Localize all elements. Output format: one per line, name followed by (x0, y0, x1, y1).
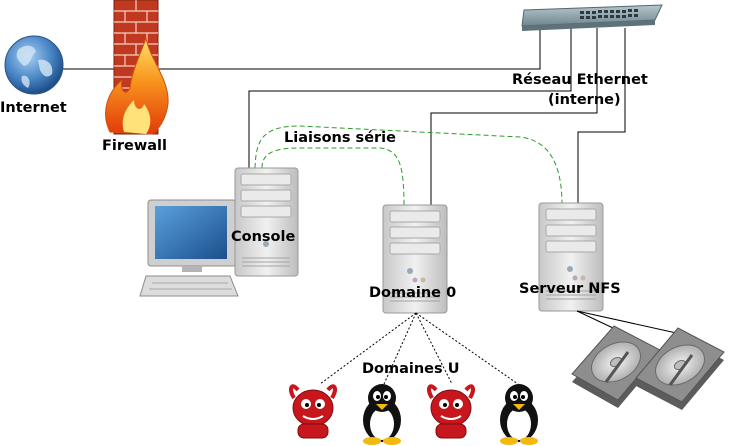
hard-disk-icon (635, 327, 725, 410)
keyboard-icon (139, 275, 239, 297)
serial-link-nfs (254, 125, 563, 206)
ethernet-links (60, 28, 626, 205)
flame-icon (105, 37, 169, 135)
reseau-ethernet-label: Réseau Ethernet (512, 72, 648, 88)
link-console-switch (248, 28, 572, 170)
domu-links (319, 312, 519, 385)
server-tower-icon (538, 202, 604, 312)
serial-link-domaine0 (261, 147, 405, 206)
link-internet-switch (60, 28, 541, 70)
reseau-interne-label: (interne) (548, 92, 621, 108)
link-domaine0-switch (430, 28, 598, 205)
firewall-label: Firewall (102, 138, 167, 154)
domaine0-label: Domaine 0 (369, 285, 456, 301)
serial-links (254, 125, 563, 206)
disk-links (576, 310, 691, 337)
link-nfs-switch (577, 28, 626, 205)
bsd-daemon-icon (289, 384, 337, 439)
server-tower-icon (234, 167, 299, 277)
firewall-icon (105, 0, 169, 135)
bsd-daemon-icon (427, 384, 475, 439)
tux-penguin-icon (363, 384, 401, 445)
console-workstation (139, 167, 299, 297)
network-switch-icon (521, 4, 663, 31)
hard-disk-icon (571, 325, 661, 408)
internet-label: Internet (0, 100, 67, 116)
serveur-nfs-label: Serveur NFS (519, 281, 621, 297)
server-tower-icon (382, 204, 448, 314)
monitor-icon (147, 199, 237, 272)
domaines-u-label: Domaines U (362, 361, 459, 377)
globe-icon (4, 35, 64, 95)
console-label: Console (231, 229, 295, 245)
tux-penguin-icon (500, 384, 538, 445)
liaisons-serie-label: Liaisons série (284, 130, 396, 146)
